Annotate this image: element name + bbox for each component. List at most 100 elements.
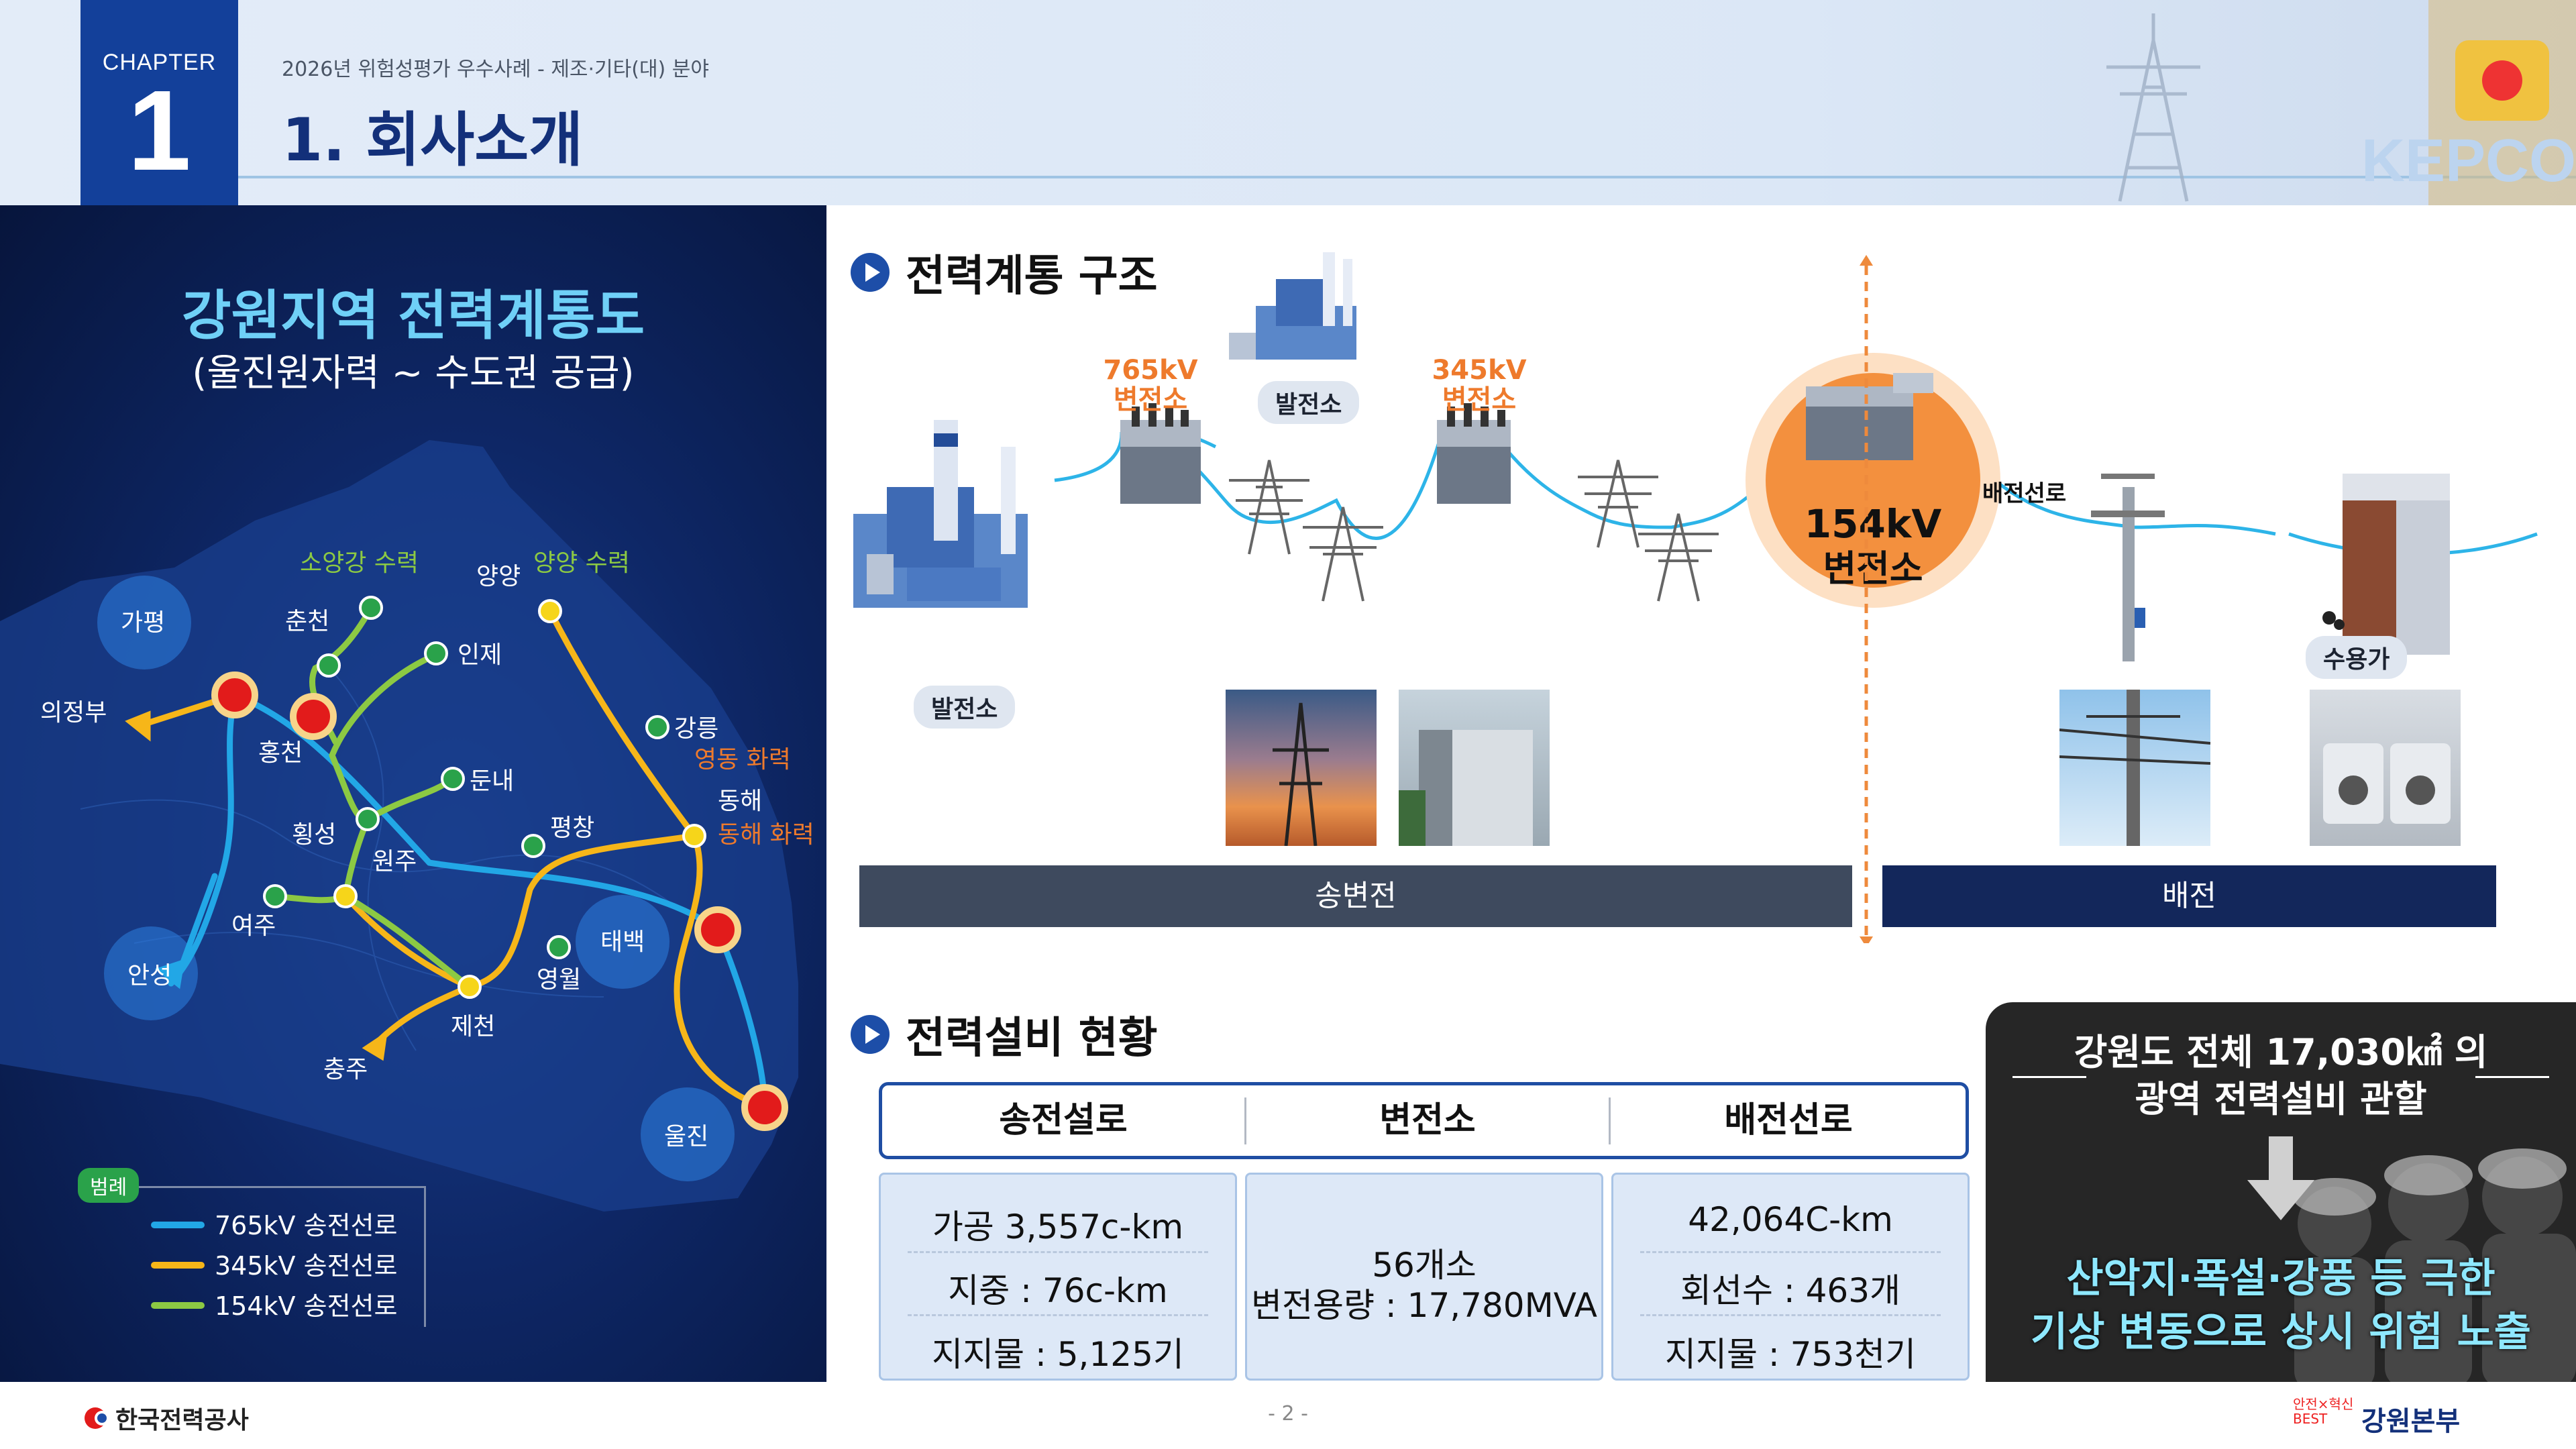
- map-panel: 가평 의정부 춘천 소양강 수력 양양 양양 수력 인제 홍천 강릉 영동 화력…: [0, 205, 826, 1382]
- header-divider: [238, 176, 2576, 178]
- facilities-col-distribution: 42,064C-km 회선수 : 463개 지지물 : 753천기: [1611, 1173, 1970, 1381]
- callout-title: 강원도 전체 17,030㎢ 의 광역 전력설비 관할: [1986, 1029, 2576, 1123]
- label-345-substation: 345kV 변전소: [1432, 355, 1527, 415]
- cell-substation-count: 56개소: [1372, 1246, 1477, 1285]
- page-number: - 2 -: [1268, 1402, 1308, 1426]
- facilities-title: 전력설비 현황: [906, 1014, 1158, 1063]
- callout-risk-text: 산악지·폭설·강풍 등 극한 기상 변동으로 상시 위험 노출: [1986, 1252, 2576, 1359]
- row-divider: [1640, 1251, 1941, 1253]
- bar-distribution: 배전: [1882, 865, 2496, 927]
- label-distribution-line: 배전선로: [1982, 480, 2067, 507]
- row-divider: [908, 1314, 1208, 1316]
- callout-rule-left: [2012, 1076, 2086, 1078]
- cell-dist-supports: 지지물 : 753천기: [1664, 1335, 1917, 1374]
- line-154-f: [342, 893, 473, 990]
- header-separator: [1244, 1097, 1246, 1144]
- label-pyeongchang: 평창: [550, 814, 594, 842]
- kepco-tower-decoration: KEPCO: [2106, 0, 2576, 205]
- legend-swatch-345: [151, 1262, 205, 1269]
- map-nodes: [211, 596, 788, 1131]
- label-power-plant-top: 발전소: [1258, 381, 1360, 424]
- down-arrow-icon: [2247, 1136, 2314, 1220]
- transmission-towers: [1229, 460, 1719, 602]
- footer-best-badge: 안전×혁신 BEST: [2293, 1396, 2354, 1427]
- label-yangyang: 양양: [476, 563, 521, 590]
- footer-kepco-logo: 한국전력공사: [80, 1401, 249, 1436]
- structure-heading: 전력계통 구조: [851, 241, 1158, 303]
- label-jecheon: 제천: [451, 1013, 495, 1040]
- line-154-b: [329, 651, 439, 759]
- legend-badge: 범례: [78, 1168, 140, 1203]
- col-header-substation: 변전소: [1379, 1100, 1476, 1140]
- power-plant-top-icon: [1229, 252, 1356, 360]
- footer-logo-text: 한국전력공사: [115, 1407, 249, 1434]
- footer-gangwon-logo: 강원본부: [2361, 1406, 2461, 1437]
- label-hongcheon: 홍천: [258, 739, 303, 767]
- legend-label-765: 765kV 송전선로: [215, 1211, 398, 1240]
- bar-transmission: 송변전: [859, 865, 1852, 927]
- facilities-col-transmission: 가공 3,557c-km 지중 : 76c-km 지지물 : 5,125기: [879, 1173, 1237, 1381]
- footer: 한국전력공사 - 2 - 안전×혁신 BEST 강원본부: [0, 1382, 2576, 1449]
- label-yeongdong: 영동 화력: [694, 746, 791, 773]
- cell-circuits: 회선수 : 463개: [1680, 1271, 1901, 1310]
- substation-765-icon: [1120, 403, 1201, 504]
- legend-label-154: 154kV 송전선로: [215, 1291, 398, 1321]
- label-hoengseong: 횡성: [292, 821, 336, 849]
- photo-distribution-pole: [2059, 690, 2210, 846]
- play-icon: [851, 253, 890, 292]
- header-bar: KEPCO: [0, 0, 2576, 205]
- label-power-plant-left: 발전소: [914, 686, 1016, 729]
- callout-rule-right: [2475, 1076, 2549, 1078]
- cell-supports: 지지물 : 5,125기: [932, 1335, 1184, 1374]
- main-substation-label: 변전소: [1823, 547, 1923, 590]
- label-765-substation: 765kV 변전소: [1103, 355, 1198, 415]
- label-gangneung: 강릉: [674, 715, 718, 743]
- callout-title-line1: 강원도 전체 17,030㎢ 의: [2074, 1031, 2488, 1073]
- play-icon: [851, 1015, 890, 1054]
- label-uijeongbu: 의정부: [40, 699, 107, 727]
- chapter-box: CHAPTER 1: [80, 0, 238, 218]
- label-uljin: 울진: [664, 1123, 708, 1150]
- header-separator: [1609, 1097, 1611, 1144]
- line-345-d: [342, 893, 473, 990]
- legend-swatch-154: [151, 1302, 205, 1309]
- distribution-pole-icon: [2091, 474, 2165, 661]
- cell-distribution-length: 42,064C-km: [1688, 1200, 1893, 1239]
- grid-structure-diagram: 154kV 변전소: [853, 252, 2538, 943]
- chapter-number: 1: [127, 67, 191, 195]
- row-divider: [1640, 1314, 1941, 1316]
- line-345-c: [372, 833, 698, 1047]
- facilities-heading: 전력설비 현황: [851, 1004, 1158, 1065]
- label-anseong: 안성: [127, 962, 172, 989]
- label-wonju: 원주: [372, 848, 417, 875]
- facilities-table-header: 송전설로 변전소 배전선로: [879, 1082, 1969, 1159]
- callout-box: 강원도 전체 17,030㎢ 의 광역 전력설비 관할 산악지·폭설·강풍 등 …: [1986, 1002, 2576, 1382]
- col-header-distribution: 배전선로: [1724, 1100, 1853, 1140]
- header-subtitle: 2026년 위험성평가 우수사례 - 제조·기타(대) 분야: [282, 58, 709, 81]
- line-345-b: [547, 608, 768, 1111]
- cell-substation-capacity: 변전용량 : 17,780MVA: [1251, 1286, 1597, 1325]
- label-dunnae: 둔내: [470, 767, 514, 795]
- legend-swatch-765: [151, 1222, 205, 1228]
- chapter-label: CHAPTER: [102, 50, 217, 75]
- main-substation-voltage: 154kV: [1805, 501, 1942, 547]
- svg-text:KEPCO: KEPCO: [2361, 127, 2576, 195]
- workers-background: [2293, 1148, 2576, 1382]
- col-header-transmission: 송전설로: [999, 1100, 1128, 1140]
- label-taebaek: 태백: [600, 928, 645, 956]
- label-customer: 수용가: [2306, 636, 2408, 679]
- label-soyanggang: 소양강 수력: [300, 549, 419, 577]
- power-plant-left-icon: [853, 420, 1028, 608]
- map-subtitle: (울진원자력 ~ 수도권 공급): [192, 352, 635, 395]
- cell-underground: 지중 : 76c-km: [948, 1271, 1168, 1310]
- kepco-logo-icon: [85, 1407, 109, 1429]
- cell-overhead: 가공 3,557c-km: [932, 1208, 1184, 1246]
- photo-meter: [2310, 690, 2461, 846]
- photo-transmission-tower: [1226, 690, 1377, 846]
- callout-risk-line1: 산악지·폭설·강풍 등 극한: [2066, 1255, 2496, 1302]
- label-yangyang-hydro: 양양 수력: [533, 549, 630, 577]
- label-donghae-thermal: 동해 화력: [718, 821, 814, 849]
- map-legend: 범례 765kV 송전선로 345kV 송전선로 154kV 송전선로: [78, 1168, 426, 1327]
- facilities-col-substation: 56개소 변전용량 : 17,780MVA: [1245, 1173, 1603, 1381]
